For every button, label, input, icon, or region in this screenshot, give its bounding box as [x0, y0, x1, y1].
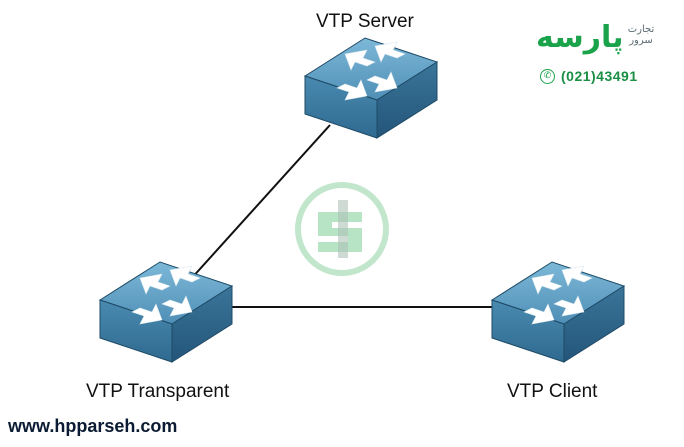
watermark-logo [295, 182, 389, 276]
switch-transparent-icon [99, 261, 233, 363]
switch-client-icon [491, 261, 625, 363]
brand-logo-script: پارسه [536, 20, 624, 55]
link-server-transparent [189, 124, 331, 281]
phone-icon: ✆ [540, 68, 555, 84]
website-url[interactable]: www.hpparseh.com [8, 416, 178, 436]
brand-logo: پارسه تجارت سرور ✆ (021)43491 [528, 18, 668, 90]
phone-number: (021)43491 [561, 68, 638, 84]
label-vtp-transparent: VTP Transparent [86, 381, 230, 402]
label-vtp-server: VTP Server [316, 11, 414, 32]
brand-tagline: تجارت سرور [627, 24, 655, 46]
phone-row: ✆ (021)43491 [540, 68, 638, 84]
label-vtp-client: VTP Client [507, 381, 598, 402]
switch-server-icon [304, 37, 438, 139]
